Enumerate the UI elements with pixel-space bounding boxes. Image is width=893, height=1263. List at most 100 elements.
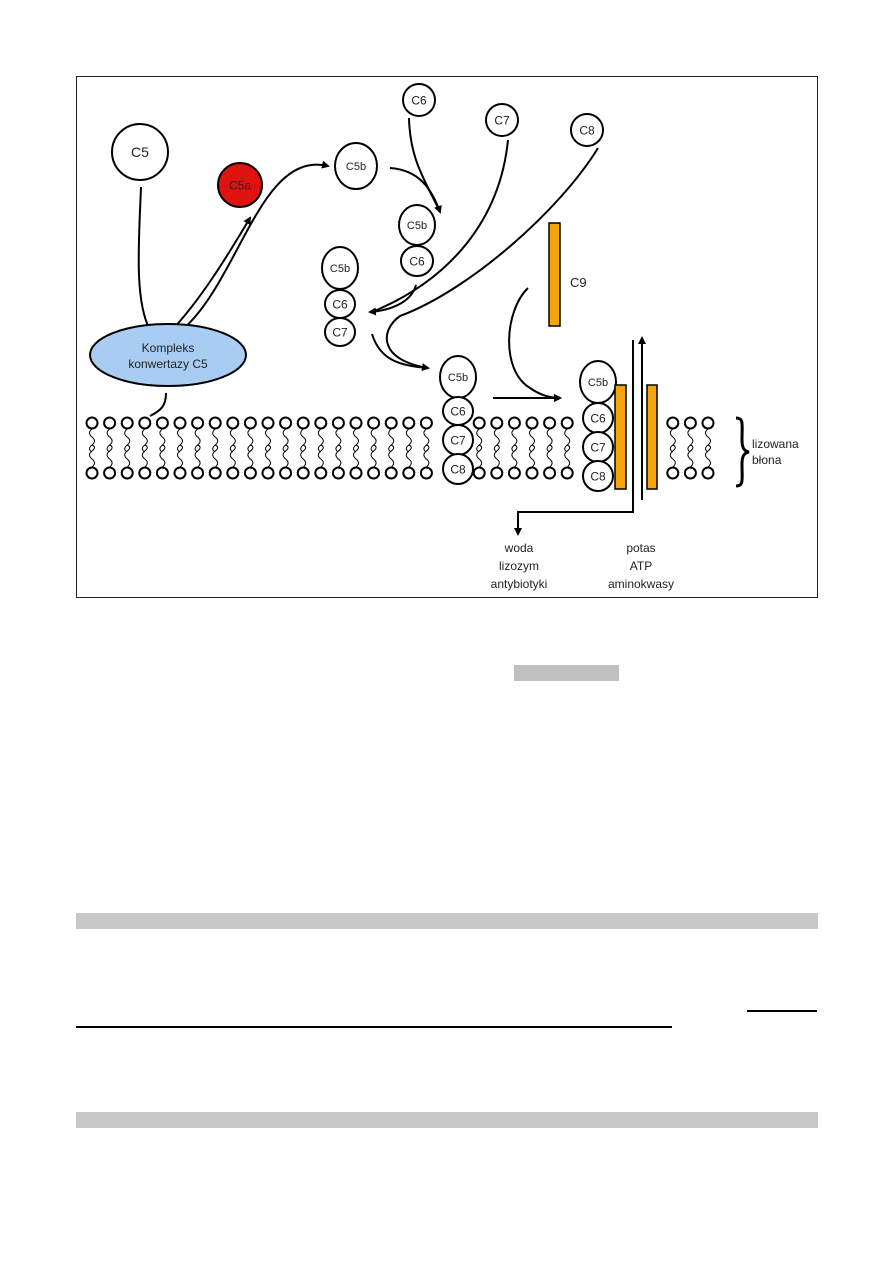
c5-label: C5: [131, 144, 149, 160]
lipid-tail: [141, 428, 148, 453]
lipid-head: [419, 416, 433, 430]
lipid-tail: [212, 428, 219, 453]
lipid-tail: [300, 444, 307, 468]
c7-molecule: C7: [442, 424, 474, 456]
lipid-head: [85, 466, 99, 480]
lipid-head: [525, 416, 539, 430]
lipid-tail: [493, 428, 500, 453]
pore-bar-right: [646, 384, 658, 490]
lipid-head: [701, 416, 715, 430]
svg-text:antybiotyki: antybiotyki: [491, 577, 548, 591]
lipid-tail: [370, 444, 377, 468]
lipid-head: [560, 466, 574, 480]
lipid-tail: [493, 444, 500, 468]
lipid-tail: [89, 428, 95, 453]
lipid-tail: [124, 428, 131, 453]
lipid-tail: [353, 428, 359, 453]
c5-convertase-complex: Kompleks konwertazy C5: [89, 323, 247, 387]
c5b-label: C5b: [330, 263, 350, 275]
lipid-head: [402, 416, 416, 430]
lipid-head: [296, 416, 310, 430]
lipid-head: [243, 416, 257, 430]
lipid-head: [507, 466, 521, 480]
lipid-head: [402, 466, 416, 480]
lipid-tail: [124, 444, 131, 468]
c5b-label: C5b: [346, 161, 366, 173]
lipid-head: [472, 416, 486, 430]
c5b-label: C5b: [588, 377, 608, 389]
lipid-head: [261, 466, 275, 480]
outflow-labels: woda lizozym antybiotyki: [491, 541, 548, 591]
lipid-tail: [265, 444, 271, 468]
lipid-tail: [546, 444, 553, 468]
lipid-head: [191, 416, 205, 430]
lipid-tail: [212, 444, 219, 468]
lipid-head: [138, 416, 152, 430]
lipid-tail: [159, 428, 166, 453]
lipid-head: [349, 416, 363, 430]
lipid-tail: [705, 444, 711, 468]
lipid-tail: [405, 428, 412, 453]
lipid-head: [666, 466, 680, 480]
lipid-head: [560, 416, 574, 430]
lipid-tail: [511, 444, 518, 468]
lipid-head: [155, 416, 169, 430]
c5b-molecule: C5b: [579, 360, 617, 404]
lipid-tail: [388, 444, 395, 468]
svg-text:Kompleks: Kompleks: [142, 341, 195, 355]
lipid-head: [155, 466, 169, 480]
arrows: [137, 117, 646, 536]
lipid-tail: [564, 444, 571, 468]
lipid-head: [384, 466, 398, 480]
lipid-tail: [177, 428, 183, 453]
lipid-tail: [687, 444, 694, 468]
c8-molecule: C8: [442, 453, 474, 485]
lipid-head: [85, 416, 99, 430]
lipid-tail: [300, 428, 307, 453]
lipid-head: [173, 466, 187, 480]
underline-long: [76, 1026, 672, 1028]
lipid-head: [103, 416, 117, 430]
lipid-tail: [159, 444, 166, 468]
svg-text:potas: potas: [626, 541, 655, 555]
c7-label: C7: [494, 113, 510, 127]
c8-label: C8: [450, 462, 466, 476]
lipid-tail: [388, 428, 395, 453]
lipid-head: [314, 416, 328, 430]
lipid-tail: [247, 428, 254, 453]
c6-label: C6: [411, 93, 427, 107]
lipid-head: [331, 466, 345, 480]
lipid-head: [191, 466, 205, 480]
c5a-molecule: C5a: [217, 162, 263, 208]
lipid-tail: [687, 428, 694, 453]
lipid-bilayer: [85, 416, 715, 480]
lipid-head: [208, 466, 222, 480]
c7-molecule: C7: [485, 103, 519, 137]
lipid-tail: [317, 444, 324, 468]
lipid-tail: [335, 444, 342, 468]
lipid-tail: [265, 428, 271, 453]
c6-molecule: C6: [582, 402, 614, 434]
lipid-tail: [106, 444, 113, 468]
c5b-molecule: C5b: [321, 246, 359, 290]
lipid-head: [243, 466, 257, 480]
lipid-head: [261, 416, 275, 430]
c8-label: C8: [579, 123, 595, 137]
lipid-tail: [247, 444, 254, 468]
section-bar: [76, 913, 818, 929]
lipid-tail: [194, 444, 201, 468]
c6-label: C6: [409, 254, 425, 268]
c8-molecule: C8: [582, 460, 614, 492]
lipid-tail: [564, 428, 571, 453]
lipid-tail: [529, 428, 535, 453]
lipid-tail: [529, 444, 535, 468]
c6-molecule: C6: [402, 83, 436, 117]
lipid-head: [490, 416, 504, 430]
membrane-label: lizowana: [752, 437, 799, 451]
svg-text:konwertazy C5: konwertazy C5: [128, 357, 208, 371]
section-bar: [76, 1112, 818, 1128]
lipid-head: [208, 416, 222, 430]
lipid-tail: [194, 428, 201, 453]
c5b-molecule: C5b: [398, 204, 436, 246]
